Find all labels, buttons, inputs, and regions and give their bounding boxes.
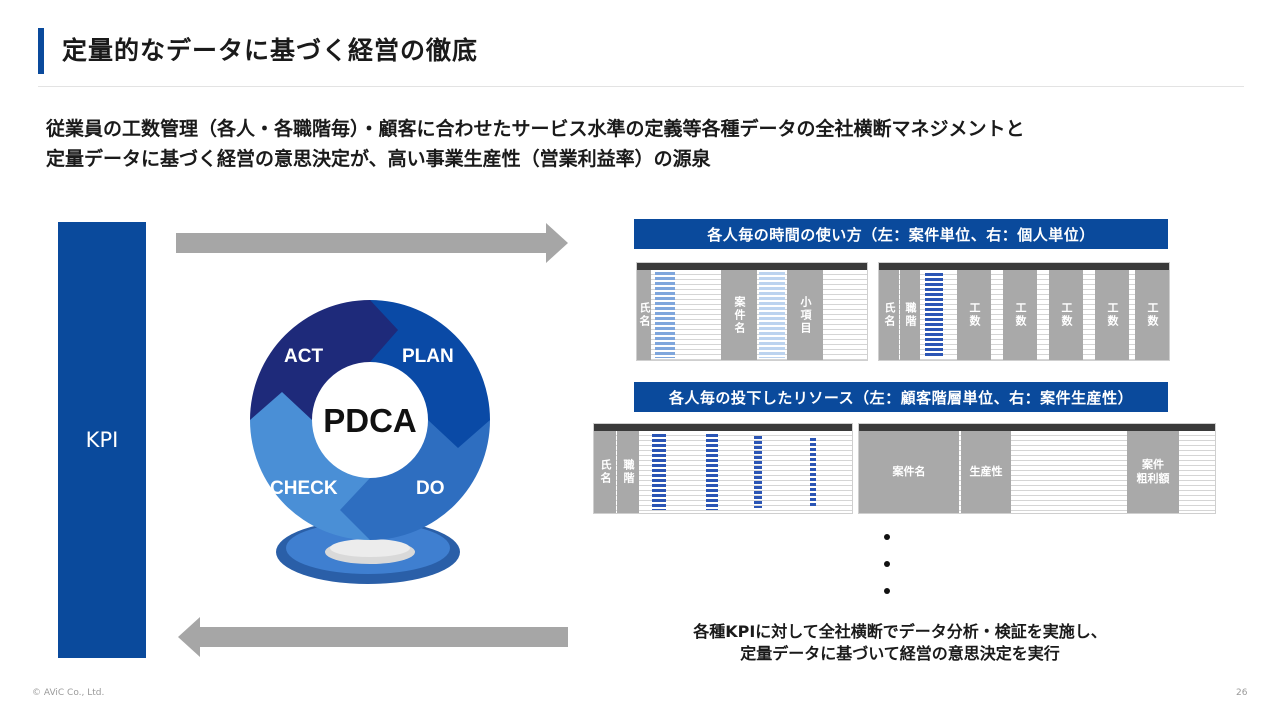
rank-column: 職階 xyxy=(617,431,639,513)
table-header-row xyxy=(637,263,867,270)
project-name-column: 案件名 xyxy=(859,431,959,513)
project-name-column: 案件名 xyxy=(721,270,757,360)
ellipsis-dot xyxy=(884,588,890,594)
act-label: ACT xyxy=(284,346,323,367)
lead-line-1: 従業員の工数管理（各人・各職階毎）・顧客に合わせたサービス水準の定義等各種データ… xyxy=(46,118,1025,140)
page-number: 26 xyxy=(1236,688,1248,698)
hours-column-5: 工数 xyxy=(1135,270,1169,360)
name-column: 氏名 xyxy=(637,270,651,360)
section-time-usage-title: 各人毎の時間の使い方（左：案件単位、右：個人単位） xyxy=(707,225,1095,244)
rank-column: 職階 xyxy=(900,270,920,360)
page-title: 定量的なデータに基づく経営の徹底 xyxy=(62,36,479,65)
kpi-label: KPI xyxy=(85,428,119,452)
bar-cells-1 xyxy=(652,434,666,510)
sub-item-column: 小項目 xyxy=(787,270,823,360)
gross-profit-column: 案件 粗利額 xyxy=(1127,431,1179,513)
project-productivity-table: 案件名 生産性 案件 粗利額 xyxy=(858,423,1216,514)
lead-line-2: 定量データに基づく経営の意思決定が、高い事業生産性（営業利益率）の源泉 xyxy=(46,148,711,170)
ellipsis-dot xyxy=(884,534,890,540)
hours-column-1: 工数 xyxy=(957,270,991,360)
table-header-row xyxy=(859,424,1215,431)
hours-column-2: 工数 xyxy=(1003,270,1037,360)
table-header-row xyxy=(594,424,852,431)
hours-column-3: 工数 xyxy=(1049,270,1083,360)
caption-line-1: 各種KPIに対して全社横断でデータ分析・検証を実施し、 xyxy=(693,622,1107,641)
section-resources-title: 各人毎の投下したリソース（左：顧客階層単位、右：案件生産性） xyxy=(668,388,1134,407)
arrow-right-icon xyxy=(176,223,568,263)
bar-cells-2 xyxy=(706,434,718,510)
time-by-person-table: 氏名 職階 工数 工数 工数 工数 工数 xyxy=(878,262,1170,361)
name-column: 氏名 xyxy=(879,270,899,360)
kpi-bar: KPI xyxy=(58,222,146,658)
check-label: CHECK xyxy=(270,478,338,499)
date-cells xyxy=(655,272,675,358)
time-by-project-table: 氏名 案件名 小項目 xyxy=(636,262,868,361)
hours-column-4: 工数 xyxy=(1095,270,1129,360)
title-divider xyxy=(38,86,1244,87)
do-label: DO xyxy=(416,478,445,499)
copyright: © AViC Co., Ltd. xyxy=(32,688,105,698)
category-cells xyxy=(759,272,785,358)
table-header-row xyxy=(879,263,1169,270)
resources-by-client-tier-table: 氏名 職階 xyxy=(593,423,853,514)
title-accent-bar xyxy=(38,28,44,74)
section-time-usage-header: 各人毎の時間の使い方（左：案件単位、右：個人単位） xyxy=(634,219,1168,249)
productivity-column: 生産性 xyxy=(961,431,1011,513)
pdca-cycle-diagram: ACT PLAN CHECK DO PDCA xyxy=(250,300,490,584)
arrow-left-icon xyxy=(178,617,568,657)
pdca-center-label: PDCA xyxy=(323,402,417,439)
bar-cells-3 xyxy=(754,436,762,508)
ellipsis-dot xyxy=(884,561,890,567)
bar-cells xyxy=(925,273,943,357)
caption-line-2: 定量データに基づいて経営の意思決定を実行 xyxy=(740,644,1060,663)
name-column: 氏名 xyxy=(594,431,616,513)
bar-cells-4 xyxy=(810,438,816,506)
section-resources-header: 各人毎の投下したリソース（左：顧客階層単位、右：案件生産性） xyxy=(634,382,1168,412)
plan-label: PLAN xyxy=(402,346,454,367)
